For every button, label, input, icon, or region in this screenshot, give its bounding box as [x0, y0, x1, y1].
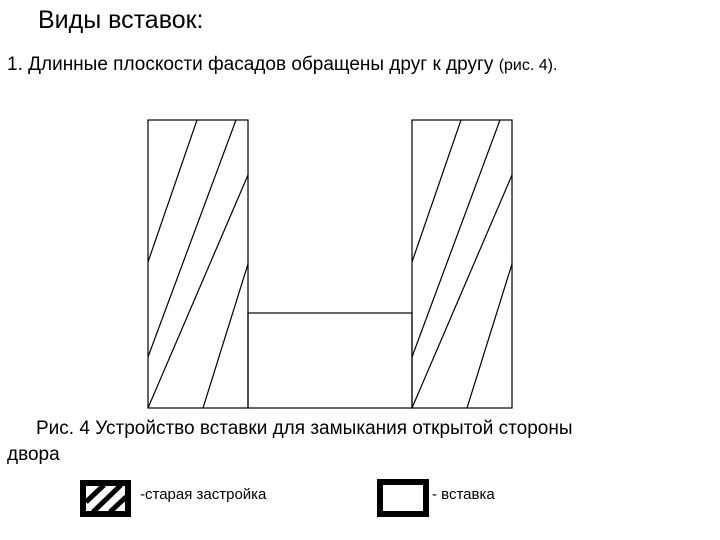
figure-reference: (рис. 4).	[498, 57, 558, 74]
legend-insert-label: - вставка	[432, 486, 495, 503]
slide-title: Виды вставок:	[38, 6, 204, 34]
legend-old-label: -старая застройка	[140, 486, 267, 503]
point-main: 1. Длинные плоскости фасадов обращены др…	[7, 54, 494, 75]
figure-caption-line1: Рис. 4 Устройство вставки для замыкания …	[36, 418, 573, 439]
legend-old-swatch	[80, 480, 131, 517]
legend-insert-swatch	[377, 479, 429, 517]
old-building-left	[147, 119, 249, 409]
insert-building	[247, 312, 413, 409]
old-building-right	[411, 119, 513, 409]
figure-caption-line2: двора	[7, 444, 60, 465]
point-text: 1. Длинные плоскости фасадов обращены др…	[7, 54, 557, 76]
